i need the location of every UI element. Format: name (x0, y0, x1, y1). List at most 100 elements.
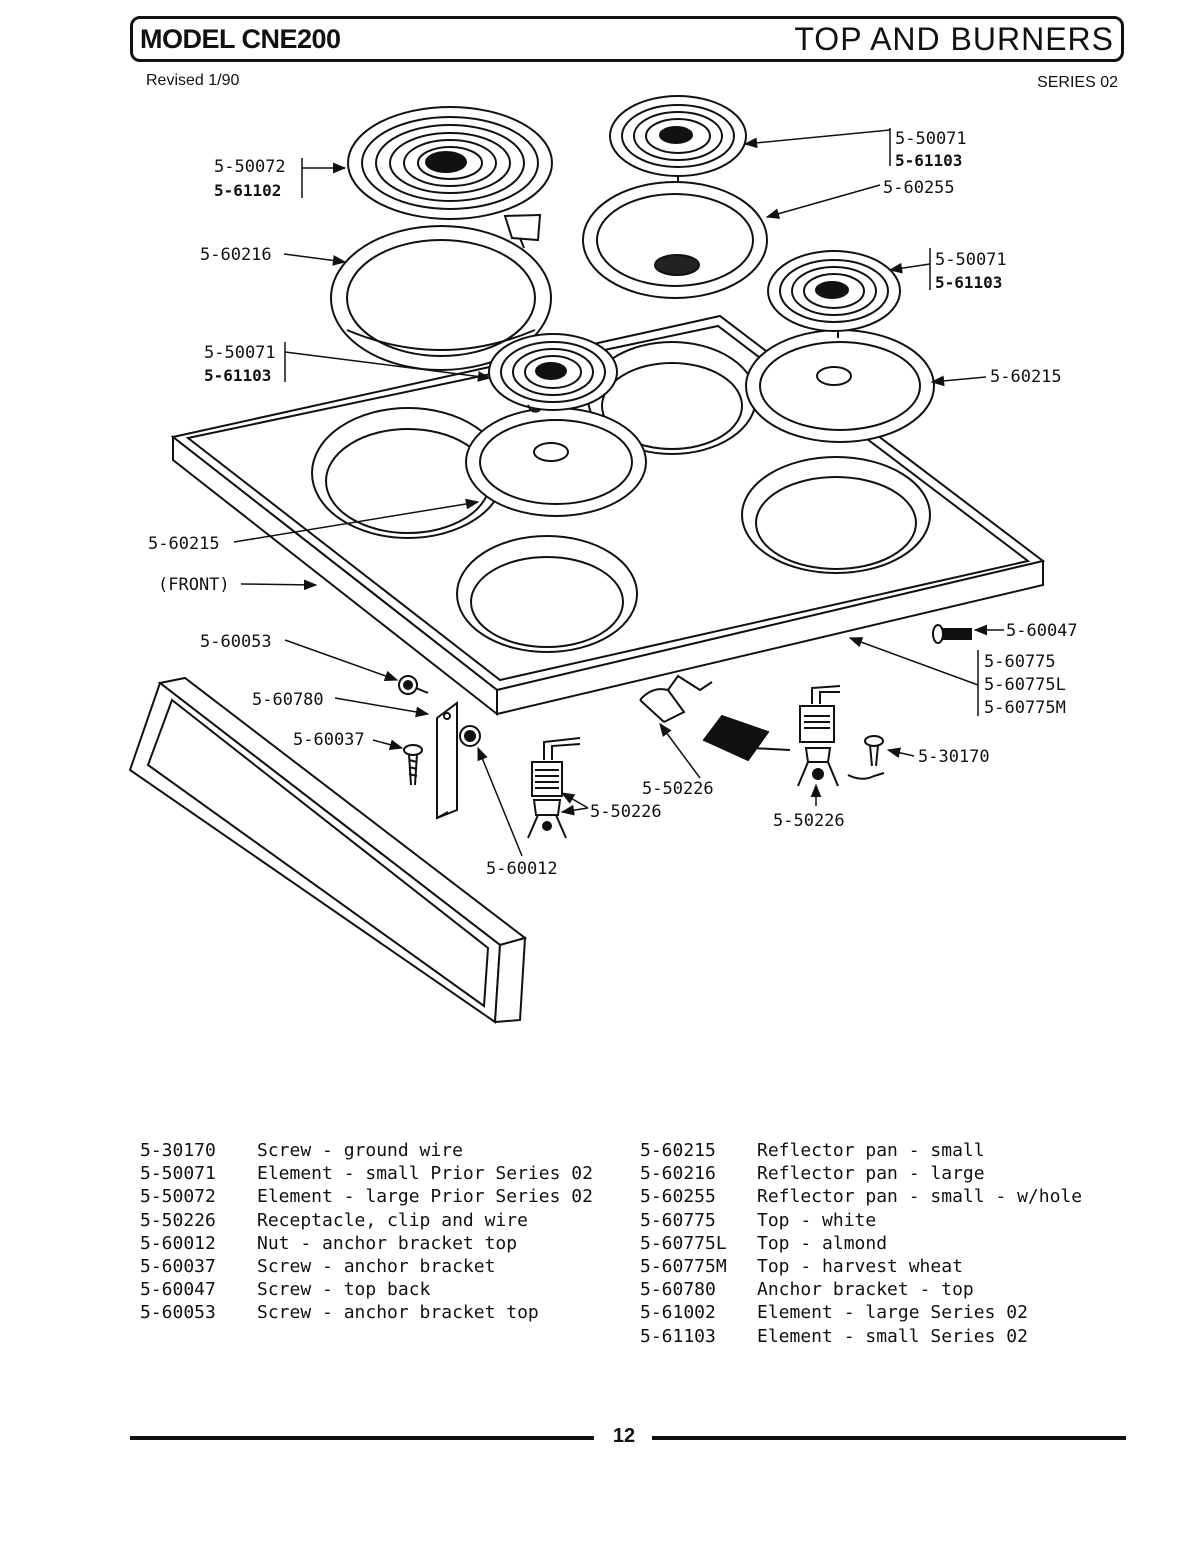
part-description: Element - large Prior Series 02 (257, 1186, 593, 1208)
callout-5-50226-center: 5-50226 (642, 779, 714, 799)
revision-date: Revised 1/90 (146, 72, 240, 89)
screw-anchor-bracket-top (398, 675, 429, 695)
part-description: Top - white (757, 1209, 877, 1231)
series-label: SERIES 02 (1037, 74, 1118, 91)
part-number: 5-60215 (640, 1140, 716, 1161)
part-description: Reflector pan - small - w/hole (757, 1186, 1083, 1208)
part-number: 5-60775L (640, 1232, 727, 1254)
model-title: MODEL CNE200 (140, 24, 341, 54)
parts-row: 5-60047 Screw - top back (140, 1279, 593, 1302)
callout-5-60775M: 5-60775M (984, 698, 1066, 718)
surface-element-small-top (609, 95, 747, 182)
callout-5-60215-right: 5-60215 (990, 367, 1062, 387)
anchor-bracket-nut (459, 725, 481, 747)
callout-5-60780: 5-60780 (252, 690, 324, 710)
section-title: TOP AND BURNERS (794, 21, 1114, 57)
callout-5-50226-left: 5-50226 (590, 802, 662, 822)
parts-row: 5-60255 Reflector pan - small - w/hole (640, 1186, 1082, 1209)
parts-row: 5-60775L Top - almond (640, 1233, 1082, 1256)
part-number: 5-60012 (140, 1232, 216, 1254)
part-number: 5-60047 (140, 1279, 216, 1301)
reflector-pan-large (330, 225, 552, 371)
anchor-bracket (436, 701, 458, 820)
parts-row: 5-60216 Reflector pan - large (640, 1163, 1082, 1186)
callout-5-30170: 5-30170 (918, 747, 990, 767)
part-description: Receptacle, clip and wire (257, 1209, 528, 1231)
part-number: 5-60780 (640, 1279, 716, 1301)
part-description: Nut - anchor bracket top (257, 1232, 518, 1254)
callout-5-60215-front: 5-60215 (148, 534, 220, 554)
callout-5-60775: 5-60775 (984, 652, 1056, 672)
callout-5-60037: 5-60037 (293, 730, 365, 750)
parts-row: 5-50071 Element - small Prior Series 02 (140, 1163, 593, 1186)
footer-rule-right (652, 1436, 1126, 1440)
callout-5-50072: 5-50072 (214, 157, 286, 177)
page-number: 12 (612, 1425, 636, 1447)
parts-row: 5-60037 Screw - anchor bracket (140, 1256, 593, 1279)
part-description: Screw - top back (257, 1279, 431, 1301)
parts-row: 5-50072 Element - large Prior Series 02 (140, 1186, 593, 1209)
part-number: 5-60216 (640, 1163, 716, 1185)
parts-row: 5-50226 Receptacle, clip and wire (140, 1210, 593, 1233)
callout-5-60012: 5-60012 (486, 859, 558, 879)
parts-row: 5-60775M Top - harvest wheat (640, 1256, 1082, 1279)
callout-5-50071-right: 5-50071 (935, 250, 1007, 270)
callout-5-60775L: 5-60775L (984, 675, 1066, 695)
header-frame (130, 16, 1124, 62)
callout-5-60255: 5-60255 (883, 178, 955, 198)
part-number: 5-50071 (140, 1163, 216, 1185)
receptacle-center (639, 674, 791, 762)
part-number: 5-50072 (140, 1186, 216, 1208)
part-number: 5-60053 (140, 1302, 216, 1324)
part-description: Anchor bracket - top (757, 1279, 974, 1301)
part-description: Element - large Series 02 (757, 1302, 1028, 1324)
receptacle-left (527, 737, 581, 839)
part-number: 5-60037 (140, 1255, 216, 1277)
footer-rule-left (130, 1436, 594, 1440)
part-description: Element - small Prior Series 02 (257, 1163, 593, 1185)
callout-5-61103-right: 5-61103 (935, 273, 1002, 292)
parts-row: 5-60053 Screw - anchor bracket top (140, 1302, 593, 1325)
callout-5-50226-right: 5-50226 (773, 811, 845, 831)
parts-row: 5-60775 Top - white (640, 1210, 1082, 1233)
part-description: Reflector pan - large (757, 1163, 985, 1185)
screw-ground-wire (847, 735, 885, 780)
part-description: Screw - ground wire (257, 1140, 463, 1161)
part-number: 5-60775 (640, 1209, 716, 1231)
callout-5-50071-front: 5-50071 (204, 343, 276, 363)
part-number: 5-30170 (140, 1140, 216, 1161)
part-number: 5-61002 (640, 1302, 716, 1324)
reflector-pan-small-front (465, 407, 647, 517)
screw-anchor-bracket (403, 744, 423, 786)
reflector-pan-small-with-hole (582, 181, 768, 299)
part-number: 5-61103 (640, 1325, 716, 1347)
screw-top-back (932, 624, 972, 644)
callout-5-60216: 5-60216 (200, 245, 272, 265)
surface-element-large (347, 106, 553, 249)
receptacle-right (797, 685, 841, 787)
front-trim-panel (128, 676, 528, 1024)
part-description: Screw - anchor bracket top (257, 1302, 539, 1324)
part-number: 5-50226 (140, 1209, 216, 1231)
parts-row: 5-60012 Nut - anchor bracket top (140, 1233, 593, 1256)
part-number: 5-60775M (640, 1255, 727, 1277)
part-number: 5-60255 (640, 1186, 716, 1208)
callout-5-50071-top: 5-50071 (895, 129, 967, 149)
part-description: Top - almond (757, 1232, 888, 1254)
surface-element-small-right (767, 250, 901, 338)
callout-5-61103-top: 5-61103 (895, 151, 962, 170)
part-description: Top - harvest wheat (757, 1255, 963, 1277)
parts-row: 5-61002 Element - large Series 02 (640, 1302, 1082, 1325)
surface-element-small-front (488, 333, 618, 413)
part-description: Element - small Series 02 (757, 1325, 1028, 1347)
parts-row: 5-30170 Screw - ground wire (140, 1140, 593, 1163)
callout-5-61103-front: 5-61103 (204, 366, 271, 385)
parts-row: 5-60780 Anchor bracket - top (640, 1279, 1082, 1302)
callout-5-60053: 5-60053 (200, 632, 272, 652)
parts-row: 5-61103 Element - small Series 02 (640, 1326, 1082, 1349)
part-description: Screw - anchor bracket (257, 1255, 496, 1277)
